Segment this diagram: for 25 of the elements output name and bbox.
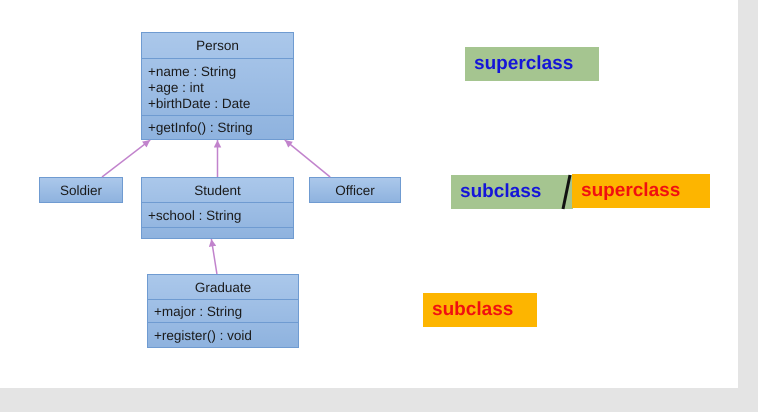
class-member: +birthDate : Date [148, 96, 252, 112]
class-box [141, 32, 294, 140]
class-name: Soldier [58, 183, 104, 199]
highlight-label: superclass [465, 47, 599, 81]
class-member: +major : String [154, 304, 244, 320]
class-member: +getInfo() : String [148, 120, 254, 136]
class-member: +age : int [148, 80, 205, 96]
class-member: +register() : void [154, 328, 253, 344]
inheritance-arrow [284, 139, 331, 178]
class-box [39, 177, 123, 203]
class-name: Officer [334, 183, 376, 199]
class-name: Student [193, 183, 242, 199]
highlight-label: subclass [451, 175, 573, 209]
class-box [147, 274, 299, 348]
inheritance-arrow [214, 140, 222, 177]
highlight-label: subclass [423, 293, 537, 327]
class-box [141, 177, 294, 239]
class-box [309, 177, 401, 203]
class-member: +school : String [148, 208, 242, 224]
class-name: Person [195, 38, 240, 54]
class-name: Graduate [194, 280, 252, 296]
inheritance-arrow [208, 238, 218, 274]
inheritance-arrow [102, 139, 151, 178]
class-member: +name : String [148, 64, 238, 80]
highlight-label: superclass [572, 174, 710, 208]
